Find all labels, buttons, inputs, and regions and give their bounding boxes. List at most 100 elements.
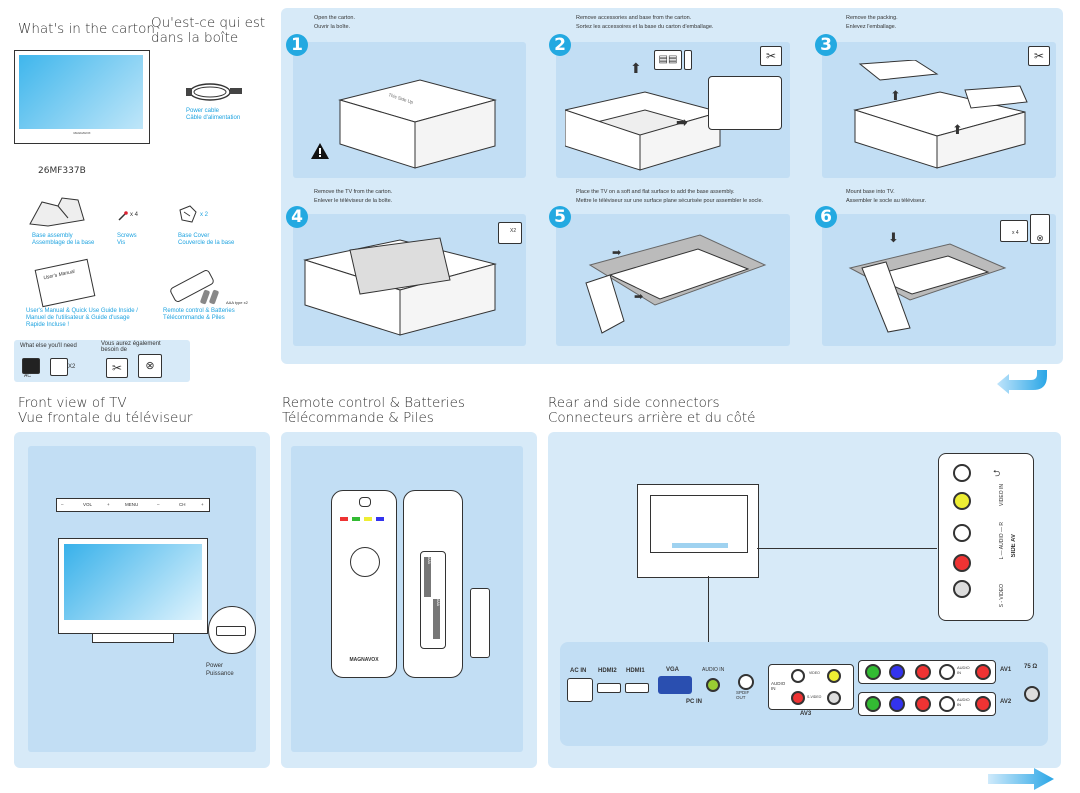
- remote-red-key: [340, 517, 348, 521]
- step-1-number: 1: [286, 34, 308, 56]
- control-strip: – VOL + MENU – CH +: [56, 498, 210, 512]
- step-4-badge: X2: [510, 228, 517, 234]
- av1-box: AUDIO IN: [858, 660, 996, 684]
- battery-aaa-1: AAA: [424, 557, 431, 597]
- ac-label: AC: [24, 373, 31, 379]
- remote-label: Remote control & Batteries Télécommande …: [163, 308, 235, 322]
- spdif-label: SPDIF OUT: [736, 690, 749, 700]
- need-fr-2: besoin de: [101, 347, 128, 353]
- manual-label: User's Manual & Quick Use Guide Inside /…: [26, 308, 138, 329]
- av2-pr-jack: [915, 696, 931, 712]
- ch-label: CH: [179, 502, 186, 507]
- av2-pb-jack: [889, 696, 905, 712]
- manual-fr: Manuel de l'utilisateur & Guide d'usage: [26, 315, 130, 321]
- ch-minus: –: [157, 502, 160, 507]
- step-2-inset: [708, 76, 782, 130]
- hdmi2-port: [597, 683, 621, 693]
- open-carton-illustration: [565, 91, 722, 171]
- remote-power-button: [359, 497, 371, 507]
- screws-fr: Vis: [117, 240, 126, 246]
- step-2-scissors-icon: ✂: [760, 46, 782, 66]
- av1-pb-jack: [889, 664, 905, 680]
- side-audio-label: L — AUDIO — R: [999, 522, 1005, 560]
- step-2-number: 2: [549, 34, 571, 56]
- remote-green-key: [352, 517, 360, 521]
- vol-plus: +: [107, 502, 110, 507]
- av1-in: IN: [957, 670, 961, 675]
- step-4-fr: Enlever le téléviseur de la boîte.: [314, 198, 393, 204]
- av1-audio-r-jack: [975, 664, 991, 680]
- hdmi1-label: HDMI1: [626, 668, 645, 674]
- av3-video-jack: [827, 669, 841, 683]
- av1-pr-jack: [915, 664, 931, 680]
- base-assembly-fr: Assemblage de la base: [32, 240, 95, 246]
- rear-tv-to-side-line: [757, 548, 937, 549]
- manual-extra: Rapide Incluse !: [26, 322, 70, 328]
- menu-label: MENU: [125, 502, 139, 507]
- antenna-port: [1024, 686, 1040, 702]
- rear-tv-connector-strip: [672, 543, 728, 548]
- return-arrow-icon: [997, 370, 1047, 394]
- two-people-icon: [50, 358, 68, 376]
- vga-label: VGA: [666, 667, 680, 673]
- step-2-right-arrow: ➡: [676, 114, 688, 130]
- base-assembly-icon: [29, 197, 85, 227]
- ch-plus: +: [201, 502, 204, 507]
- step-6-screwdriver-icon: ⊗: [1030, 214, 1050, 244]
- base-assembly-en: Base assembly: [32, 233, 73, 239]
- tv-illustration: MAGNAVOX: [14, 50, 150, 144]
- battery-cover: [470, 588, 490, 658]
- vol-minus: –: [61, 502, 64, 507]
- vga-port: [658, 676, 692, 694]
- pc-in-label: PC IN: [686, 699, 703, 705]
- av1-audio-l-jack: [939, 664, 955, 680]
- av2-audio-label: AUDIO IN: [957, 697, 970, 707]
- step-1-text: Open the carton. Ouvrir la boîte.: [314, 14, 355, 32]
- remote-en: Remote control & Batteries: [163, 308, 235, 314]
- side-video-in-label: VIDEO IN: [999, 484, 1005, 506]
- battery-compartment: [420, 551, 446, 649]
- vol-label: VOL: [83, 502, 93, 507]
- conn-title-fr: Connecteurs arrière et du côté: [548, 410, 756, 426]
- screwdriver-icon: ⊗: [138, 354, 162, 378]
- av3-label: AV3: [800, 711, 812, 717]
- headphone-icon: ⮌: [993, 468, 1001, 478]
- spdif-name: SPDIF: [736, 690, 750, 695]
- scissors-icon: ✂: [106, 358, 128, 378]
- av3-audio: AUDIO: [771, 681, 786, 686]
- remote-fr: Télécommande & Piles: [163, 315, 225, 321]
- base-cover-en: Base Cover: [178, 233, 210, 239]
- av3-audio-r-jack: [791, 691, 805, 705]
- packing-removal-illustration: [853, 60, 1028, 169]
- step-3-number: 3: [815, 34, 837, 56]
- step-3-scissors-icon: ✂: [1028, 46, 1050, 66]
- rear-tv: [637, 484, 759, 578]
- step-5-en: Place the TV on a soft and flat surface …: [576, 189, 735, 195]
- step-1-en: Open the carton.: [314, 15, 355, 21]
- step-3-up-arrow-1: ⬆: [890, 88, 901, 103]
- base-cover-fr: Couvercle de la base: [178, 240, 235, 246]
- aaa-label: AAA type x2: [226, 300, 248, 305]
- manual-cover-text: User's Manual: [42, 268, 76, 282]
- step-2-up-arrow: ⬆: [630, 60, 642, 76]
- step-3-text: Remove the packing. Enlevez l'emballage.: [846, 14, 898, 32]
- power-fr: Puissance: [206, 671, 234, 677]
- step-6-text: Mount base into TV. Assembler le socle a…: [846, 188, 926, 206]
- rear-tv-to-bottom-line: [708, 576, 709, 642]
- front-tv-screen: [64, 544, 202, 620]
- av3-box: AUDIO IN VIDEO S-VIDEO: [768, 664, 854, 710]
- remote-title-fr: Télécommande & Piles: [282, 410, 434, 426]
- av1-audio-label: AUDIO IN: [957, 665, 970, 675]
- av3-video-label: VIDEO: [809, 671, 820, 675]
- av2-in: IN: [957, 702, 961, 707]
- remote-small-icon: [168, 268, 216, 304]
- conn-title: Rear and side connectors Connecteurs arr…: [548, 396, 755, 426]
- remote-blue-key: [376, 517, 384, 521]
- base-cover-icon: [179, 205, 197, 223]
- power-cable-fr: Câble d'alimentation: [186, 115, 241, 121]
- side-av-panel: ⮌ VIDEO IN L — AUDIO — R SIDE AV S - VID…: [938, 453, 1034, 621]
- remote-back: AAA AAA: [403, 490, 463, 678]
- av2-audio: AUDIO: [957, 697, 970, 702]
- step-3-fr: Enlevez l'emballage.: [846, 24, 897, 30]
- power-en: Power: [206, 663, 224, 669]
